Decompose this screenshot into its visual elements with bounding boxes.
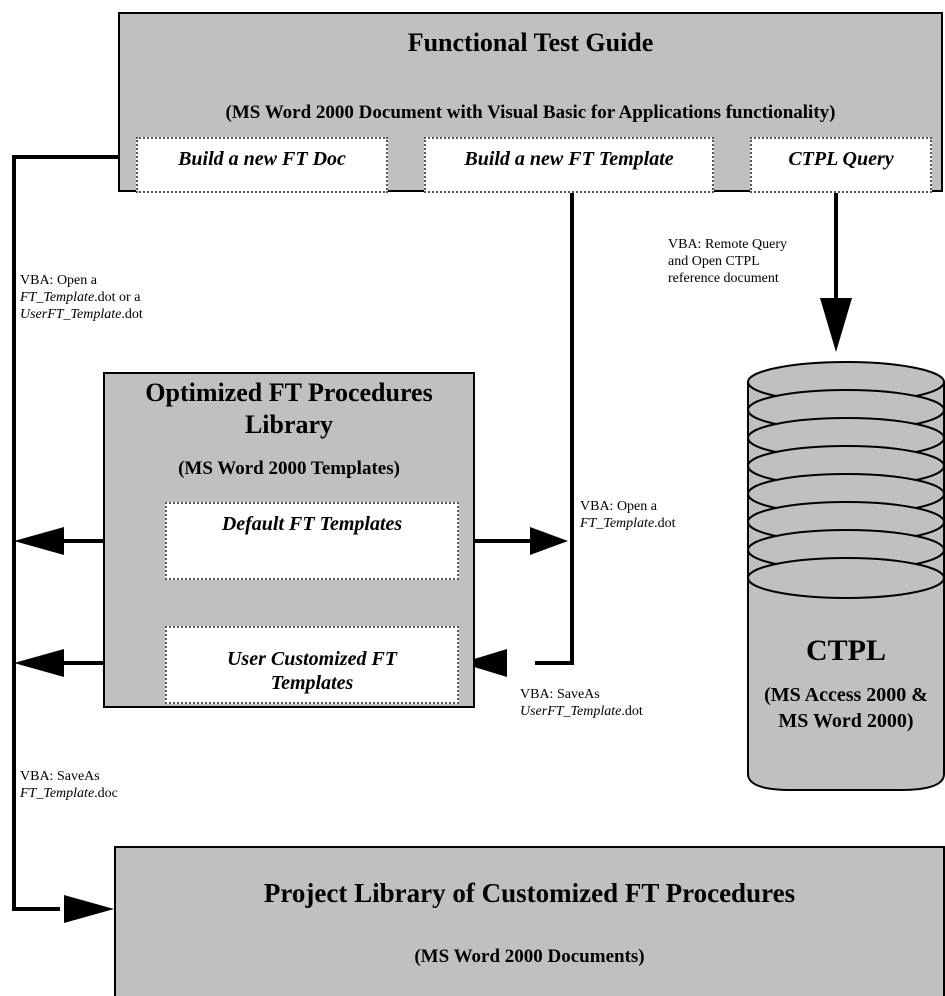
user-templates-line1: User Customized FT: [226, 648, 398, 670]
label-saveas-doc: VBA: SaveAs FT_Template.doc: [20, 769, 118, 801]
optimized-library-title-1: Optimized FT Procedures: [145, 378, 433, 407]
build-new-ft-template-button[interactable]: Build a new FT Template: [424, 137, 714, 193]
arrowhead-left-to-user: [461, 649, 507, 677]
functional-test-guide-title: Functional Test Guide: [407, 28, 654, 57]
user-templates-line2: Templates: [270, 672, 354, 694]
ctpl-subtitle-1: (MS Access 2000 &: [764, 684, 928, 706]
ctpl-title: CTPL: [805, 634, 886, 667]
arrowhead-right-to-project: [64, 895, 114, 923]
project-library-title: Project Library of Customized FT Procedu…: [263, 878, 796, 908]
label-open-template-right: VBA: Open a FT_Template.dot: [580, 499, 676, 531]
optimized-library-subtitle: (MS Word 2000 Templates): [178, 458, 400, 479]
arrowhead-right-default: [530, 527, 568, 555]
arrowhead-down-to-db: [820, 298, 852, 352]
project-library-box: Project Library of Customized FT Procedu…: [114, 846, 945, 996]
optimized-library-title-2: Library: [244, 410, 334, 439]
arrowhead-left-default: [14, 527, 64, 555]
label-remote-query: VBA: Remote Query and Open CTPL referenc…: [668, 237, 787, 286]
functional-test-guide-subtitle: (MS Word 2000 Document with Visual Basic…: [225, 102, 836, 123]
ctpl-subtitle-2: MS Word 2000): [778, 710, 914, 732]
default-ft-templates-item[interactable]: Default FT Templates: [165, 502, 459, 580]
user-customized-ft-templates-item[interactable]: User Customized FT Templates: [165, 626, 459, 704]
ctpl-query-button[interactable]: CTPL Query: [750, 137, 932, 193]
label-saveas-user: VBA: SaveAs UserFT_Template.dot: [520, 687, 643, 719]
connector-build-doc-trunk: [12, 155, 118, 911]
connector-build-template-trunk: [535, 192, 574, 665]
arrowhead-left-user: [14, 649, 64, 677]
label-open-template-left: VBA: Open a FT_Template.dot or a UserFT_…: [20, 273, 143, 322]
cylinder-rings: [747, 389, 945, 599]
project-library-subtitle: (MS Word 2000 Documents): [414, 946, 645, 967]
build-new-ft-doc-button[interactable]: Build a new FT Doc: [136, 137, 388, 193]
